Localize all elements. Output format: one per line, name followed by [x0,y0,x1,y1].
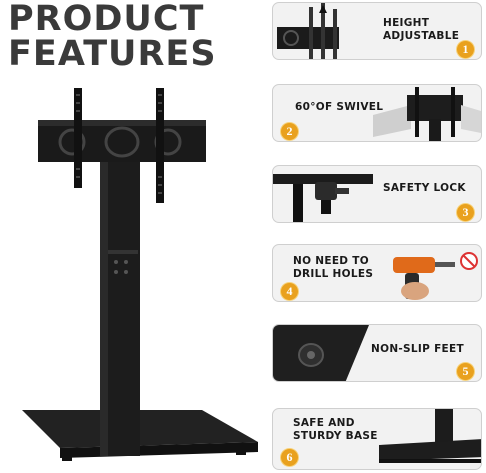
number-badge: 6 [281,449,298,466]
feature-label: NON-SLIP FEET [371,343,464,355]
headline-product: PRODUCT [8,0,205,39]
feature-label: NO NEED TO DRILL HOLES [293,255,374,281]
feature-card-swivel: 60°OF SWIVEL 2 [272,84,482,142]
feature-label: SAFETY LOCK [383,182,466,194]
number-badge: 3 [457,204,474,221]
number-badge: 1 [457,41,474,58]
number-badge: 4 [281,283,298,300]
feature-label: HEIGHT ADJUSTABLE [383,17,460,43]
feature-label: SAFE AND STURDY BASE [293,417,378,443]
feature-card-sturdy-base: SAFE AND STURDY BASE 6 [272,408,482,470]
safety-lock-image [273,174,373,222]
swivel-image [373,87,481,141]
non-slip-feet-image [273,325,369,381]
drill-image [393,252,478,300]
number-badge: 2 [281,123,298,140]
height-adjust-image [277,3,339,59]
feature-card-no-drill: NO NEED TO DRILL HOLES 4 [272,244,482,302]
headline-features: FEATURES [8,34,217,74]
feature-card-safety-lock: SAFETY LOCK 3 [272,165,482,223]
number-badge: 5 [457,363,474,380]
sturdy-base-image [379,409,481,463]
feature-card-non-slip-feet: NON-SLIP FEET 5 [272,324,482,382]
tv-stand-image [22,88,258,461]
feature-card-height-adjustable: HEIGHT ADJUSTABLE 1 [272,2,482,60]
feature-label: 60°OF SWIVEL [295,101,384,113]
